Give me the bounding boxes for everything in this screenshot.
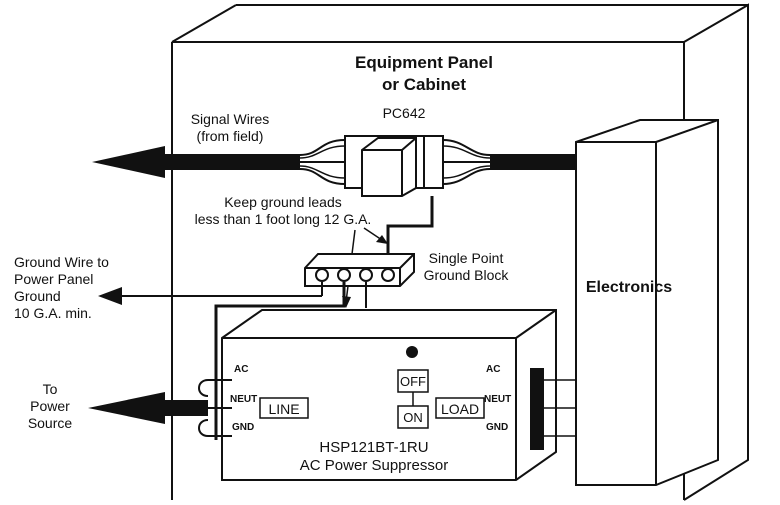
power-source-line3: Source: [28, 415, 73, 431]
power-source-line1: To: [43, 381, 58, 397]
load-terminal-ac: AC: [486, 364, 500, 375]
power-source-line2: Power: [30, 398, 70, 414]
signal-cable-right: [442, 139, 576, 185]
power-ground-lead: [214, 282, 346, 440]
ground-wire-arrowhead: [98, 287, 122, 305]
load-connector: [435, 397, 485, 419]
ground-wire-line4: 10 G.A. min.: [14, 305, 92, 321]
suppressor-model: HSP121BT-1RU: [319, 439, 428, 456]
line-terminal-ac: AC: [234, 364, 248, 375]
load-terminal-neut: NEUT: [484, 394, 511, 405]
on-label: ON: [403, 410, 423, 425]
line-label: LINE: [268, 401, 299, 417]
protector-ground-lead: [386, 196, 434, 265]
load-label: LOAD: [441, 401, 479, 417]
note-pointer-line-2: [363, 227, 383, 241]
suppressor-description: AC Power Suppressor: [300, 457, 448, 474]
line-terminal-neut: NEUT: [230, 394, 257, 405]
line-connector: [259, 397, 309, 419]
signal-label-line2: (from field): [197, 128, 264, 144]
note-pointer-arrowhead-2: [376, 235, 388, 244]
ground-wire-line2: Power Panel: [14, 271, 93, 287]
ground-block-line2: Ground Block: [424, 267, 510, 283]
power-cable: [88, 379, 232, 437]
ground-wire-line3: Ground: [14, 288, 61, 304]
on-button[interactable]: [397, 405, 429, 429]
pc642-protector: [344, 135, 444, 197]
output-wires: [544, 379, 576, 437]
signal-label-line1: Signal Wires: [191, 111, 270, 127]
electronics-label: Electronics: [586, 279, 672, 296]
suppressor-box: [221, 309, 557, 481]
load-terminal-gnd: GND: [486, 422, 508, 433]
ground-note-line2: less than 1 foot long 12 G.A.: [195, 211, 372, 227]
line-terminal-gnd: GND: [232, 422, 254, 433]
cabinet-title-line1: Equipment Panel: [355, 53, 493, 72]
ground-block-line1: Single Point: [429, 250, 504, 266]
signal-cable: [92, 139, 362, 185]
ground-wire-line1: Ground Wire to: [14, 254, 109, 270]
ground-block: [304, 253, 415, 287]
protector-label: PC642: [383, 105, 426, 121]
power-indicator-light: [406, 346, 418, 358]
off-label: OFF: [400, 374, 426, 389]
ground-note-line1: Keep ground leads: [224, 194, 342, 210]
electronics-box: [575, 119, 719, 486]
output-terminal-block: [530, 368, 544, 450]
cabinet-title-line2: or Cabinet: [382, 75, 466, 94]
